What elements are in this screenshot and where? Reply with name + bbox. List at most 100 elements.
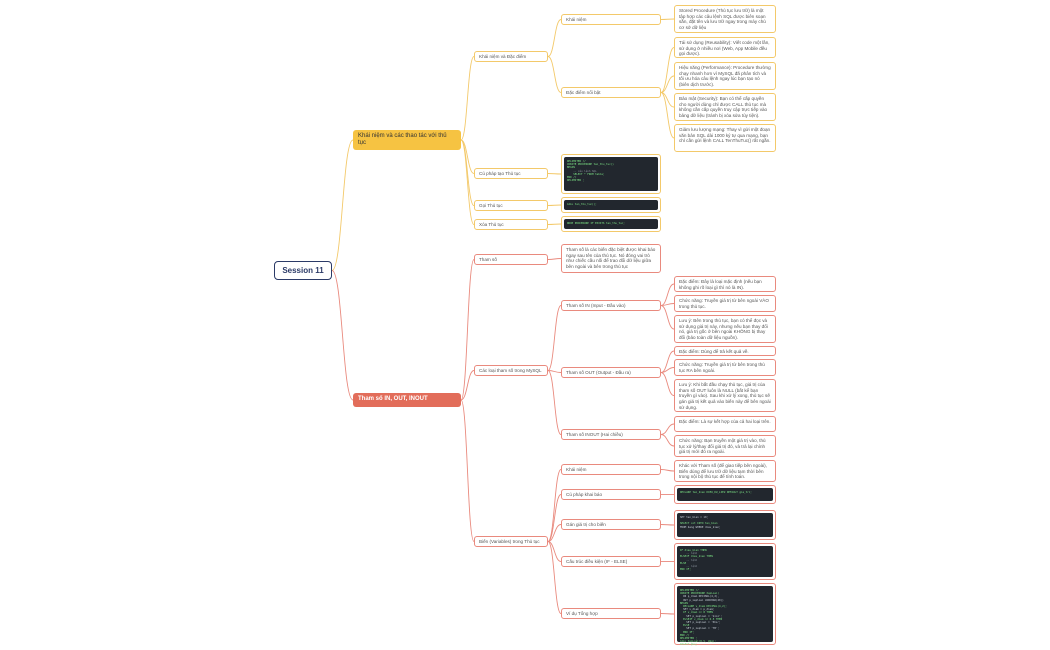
connector-topic-create-syntax-to-code-create-procedure (547, 173, 562, 175)
connector-topic-parameter-types-to-topic-param-out (547, 370, 562, 373)
topic-key-features[interactable]: Đặc điểm nổi bật (561, 87, 661, 98)
connector-topic-key-features-to-note-feature-network (660, 92, 675, 139)
code-line: DECLARE ten_bien KIEU_DU_LIEU DEFAULT gi… (680, 491, 752, 494)
code-line: IN p_diem DECIMAL(4,2), (680, 595, 720, 599)
code-line: DROP PROCEDURE IF EXISTS ten_thu_tuc; (567, 222, 625, 225)
note-feature-performance: Hiệu năng (Performance): Procedure thườn… (674, 62, 776, 90)
topic-variables[interactable]: Biến (Variables) trong Thủ tục (474, 536, 548, 547)
code-block: CALL ten_thu_tuc(); (564, 200, 658, 210)
connector-topic-concept-features-to-topic-concept (547, 19, 562, 57)
topic-var-concept[interactable]: Khái niệm (561, 464, 661, 475)
code-line: SET p_xeploai = 'Gioi'; (680, 614, 723, 618)
code-line: SELECT cot INTO ten_bien (680, 522, 718, 526)
topic-create-syntax[interactable]: Cú pháp tạo Thủ tục (474, 168, 548, 179)
code-var-declare: DECLARE ten_bien KIEU_DU_LIEU DEFAULT gi… (674, 485, 776, 504)
connector-topic-param-inout-to-note-inout-feature (660, 423, 675, 435)
code-full-example: DELIMITER //CREATE PROCEDURE XepLoai( IN… (674, 583, 776, 646)
connector-main-topic-parameters-to-topic-parameters (460, 259, 475, 401)
code-call-procedure: CALL ten_thu_tuc(); (561, 197, 661, 213)
code-block: DELIMITER //CREATE PROCEDURE ten_thu_tuc… (564, 157, 658, 191)
note-feature-reuse: Tái sử dụng (Reusability): Viết code một… (674, 37, 776, 58)
connector-topic-variables-to-topic-full-example (547, 541, 562, 614)
code-line: END IF; (680, 568, 691, 572)
connector-topic-variables-to-topic-var-declare (547, 494, 562, 542)
connector-topic-var-concept-to-note-var-concept (660, 469, 675, 472)
connector-topic-param-out-to-note-out-feature (660, 350, 675, 373)
note-in-feature: Đặc điểm: Đây là loại mặc định (nếu bạn … (674, 276, 776, 292)
note-in-warning: Lưu ý: Bên trong thủ tục, bạn có thể đọc… (674, 315, 776, 343)
code-line: ELSEIF dieu_kien THEN (680, 555, 713, 559)
note-out-feature: Đặc điểm: Dùng để trả kết quả về. (674, 346, 776, 356)
note-inout-function: Chức năng: Bạn truyền một giá trị vào, t… (674, 435, 776, 457)
code-line: CALL XepLoai(8.5, @kq); (680, 640, 716, 644)
code-line: -- lệnh (680, 558, 698, 562)
code-line: OUT p_xeploai VARCHAR(20)) (680, 598, 724, 602)
note-var-concept: Khác với Tham số (để giao tiếp bên ngoài… (674, 460, 776, 482)
code-line: SELECT * FROM table; (567, 172, 605, 176)
code-block: SET ten_bien = 10; SELECT cot INTO ten_b… (677, 513, 773, 537)
note-out-warning: Lưu ý: Khi bắt đầu chạy thủ tục, giá trị… (674, 379, 776, 412)
main-topic-parameters[interactable]: Tham số IN, OUT, INOUT (353, 393, 461, 407)
connector-topic-full-example-to-code-full-example (660, 613, 675, 615)
code-var-assign: SET ten_bien = 10; SELECT cot INTO ten_b… (674, 510, 776, 540)
connector-topic-parameter-types-to-topic-param-in (547, 305, 562, 371)
connector-main-topic-parameters-to-topic-parameter-types (460, 370, 475, 401)
topic-parameters[interactable]: Tham số (474, 254, 548, 265)
connector-topic-key-features-to-note-feature-performance (660, 75, 675, 93)
connector-topic-parameter-types-to-topic-param-inout (547, 370, 562, 435)
code-line: CREATE PROCEDURE XepLoai( (680, 592, 720, 596)
code-block: DECLARE ten_bien KIEU_DU_LIEU DEFAULT gi… (677, 488, 773, 501)
code-line: SET p_xeploai = 'TB'; (680, 627, 720, 631)
code-drop-procedure: DROP PROCEDURE IF EXISTS ten_thu_tuc; (561, 216, 661, 232)
connector-topic-parameters-to-note-parameters (547, 258, 562, 260)
topic-param-in[interactable]: Tham số IN (Input - Đầu vào) (561, 300, 661, 311)
code-block: DELIMITER //CREATE PROCEDURE XepLoai( IN… (677, 586, 773, 646)
note-in-function: Chức năng: Truyền giá trị từ bên ngoài V… (674, 295, 776, 312)
code-line: ELSEIF v_diem >= 6.5 THEN (680, 617, 723, 621)
code-line: DELIMITER ; (680, 637, 698, 641)
topic-param-inout[interactable]: Tham số INOUT (Hai chiều) (561, 429, 661, 440)
code-line: END IF; (680, 630, 695, 634)
connector-root-node-to-main-topic-parameters (331, 270, 354, 401)
connector-main-topic-parameters-to-topic-variables (460, 399, 475, 542)
connector-root-node-to-main-topic-procedures (331, 139, 354, 271)
code-line: SET ten_bien = 10; (680, 516, 709, 519)
code-line: DELIMITER // (680, 589, 699, 592)
code-line: FROM bang WHERE dieu_kien; (680, 525, 721, 529)
topic-var-assign[interactable]: Gán giá trị cho biến (561, 519, 661, 530)
code-line: -- câu lệnh SQL (567, 169, 597, 173)
topic-concept-features[interactable]: Khái niệm và Đặc điểm (474, 51, 548, 62)
code-line: IF dieu_kien THEN (680, 549, 707, 552)
code-line: -- lệnh (680, 565, 698, 569)
connector-topic-param-out-to-note-out-warning (660, 372, 675, 396)
connector-topic-variables-to-topic-var-concept (547, 469, 562, 542)
topic-call[interactable]: Gọi Thủ tục (474, 200, 548, 211)
note-feature-network: Giảm lưu lượng mạng: Thay vì gửi một đoạ… (674, 124, 776, 152)
topic-drop[interactable]: Xóa Thủ tục (474, 219, 548, 230)
topic-param-out[interactable]: Tham số OUT (Output - Đầu ra) (561, 367, 661, 378)
code-line: DELIMITER // (567, 160, 586, 163)
code-line: SET v_diem = p_diem; (680, 608, 715, 612)
main-topic-procedures[interactable]: Khái niệm và các thao tác với thủ tục (353, 130, 461, 150)
connector-topic-concept-to-note-concept (660, 18, 675, 20)
connector-topic-concept-features-to-topic-key-features (547, 56, 562, 93)
code-line: SELECT @kq; (680, 643, 698, 647)
topic-var-declare[interactable]: Cú pháp khai báo (561, 489, 661, 500)
connector-topic-key-features-to-note-feature-reuse (660, 47, 675, 93)
connector-topic-variables-to-topic-var-assign (547, 524, 562, 542)
topic-concept[interactable]: Khái niệm (561, 14, 661, 25)
note-feature-security: Bảo mật (Security): Bạn có thể cấp quyền… (674, 93, 776, 121)
code-line: SET p_xeploai = 'Kha'; (680, 621, 721, 625)
topic-parameter-types[interactable]: Các loại tham số trong MySQL (474, 365, 548, 376)
connector-topic-param-in-to-note-in-warning (660, 305, 675, 330)
note-inout-feature: Đặc điểm: Là sự kết hợp của cả hai loại … (674, 416, 776, 432)
connector-topic-param-out-to-note-out-function (660, 367, 675, 373)
root-node[interactable]: Session 11 (274, 261, 332, 280)
connector-main-topic-procedures-to-topic-drop (460, 139, 475, 225)
topic-if-else[interactable]: Cấu trúc điều kiện (IF - ELSE) (561, 556, 661, 567)
topic-full-example[interactable]: Ví dụ Tổng hợp (561, 608, 661, 619)
code-line: BEGIN (680, 601, 688, 605)
